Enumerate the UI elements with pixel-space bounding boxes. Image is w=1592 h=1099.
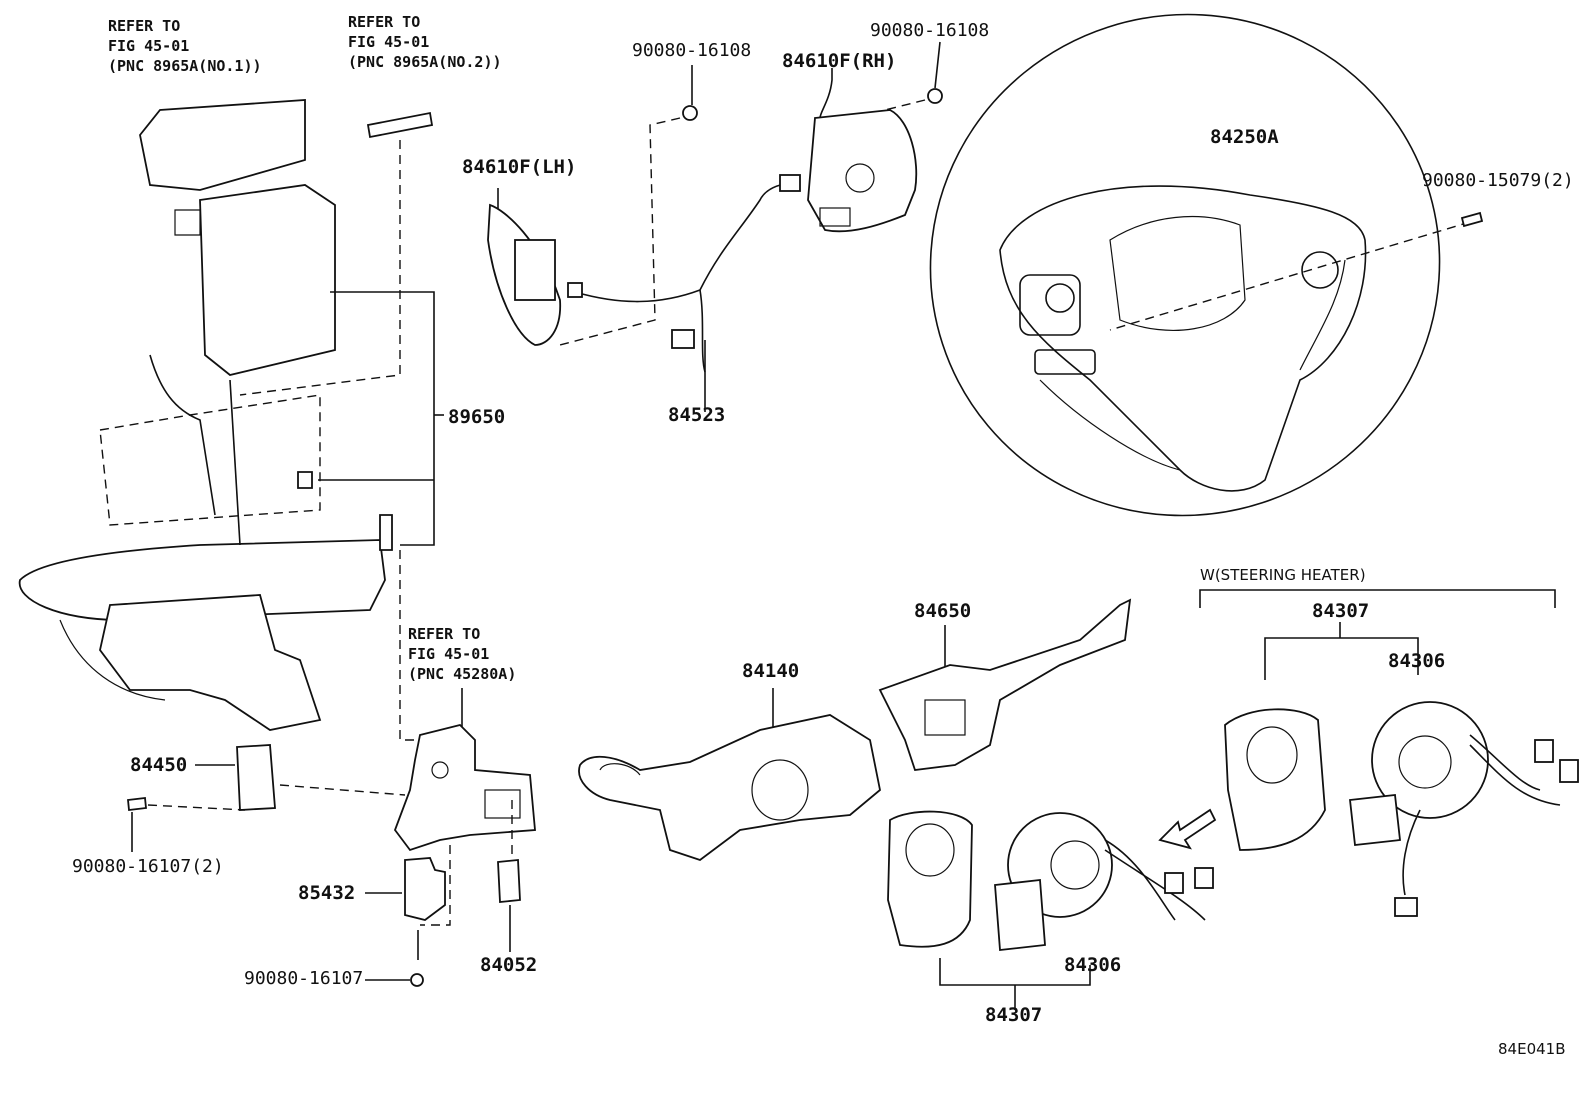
ref3-line3: (PNC 45280A) [408, 665, 517, 683]
label-84306-a: 84306 [1388, 650, 1446, 672]
label-84250A: 84250A [1210, 126, 1279, 148]
label-90080-15079: 90080-15079(2) [1422, 170, 1574, 191]
label-84052: 84052 [480, 954, 538, 976]
ref1-line3: (PNC 8965A(NO.1)) [108, 57, 262, 75]
screw-90080-16108-a [559, 65, 698, 346]
switch-84610F-LH [487, 188, 561, 346]
label-85432: 85432 [298, 882, 356, 904]
callout-89650 [297, 291, 444, 741]
label-84450: 84450 [130, 754, 188, 776]
spiral-cable-84306-lower [887, 810, 1214, 1010]
steering-column-assembly [18, 99, 386, 731]
label-89650: 89650 [448, 406, 506, 428]
ref1-line1: REFER TO [108, 17, 181, 35]
label-84307-b: 84307 [985, 1004, 1043, 1026]
reference-note-3: REFER TO FIG 45-01 (PNC 45280A) [408, 624, 516, 684]
ref3-line1: REFER TO [408, 625, 481, 643]
ref2-line3: (PNC 8965A(NO.2)) [348, 53, 502, 71]
label-steering-heater: W(STEERING HEATER) [1200, 566, 1366, 584]
wiper-switch-84650 [878, 598, 1132, 771]
figure-code: 84E041B [1498, 1040, 1566, 1058]
switch-84450 [127, 744, 406, 852]
ref2-line1: REFER TO [348, 13, 421, 31]
connector-8965A-no2 [239, 111, 434, 396]
label-90080-16108-a: 90080-16108 [632, 40, 752, 61]
steering-heater-group [1199, 589, 1579, 917]
ref1-line2: FIG 45-01 [108, 37, 190, 55]
reference-note-2: REFER TO FIG 45-01 (PNC 8965A(NO.2)) [348, 12, 502, 72]
combination-switch-84140 [578, 688, 881, 862]
direction-arrow [1158, 808, 1217, 850]
wire-harness-84523 [567, 174, 801, 412]
part-84052 [497, 800, 521, 952]
label-84523: 84523 [668, 404, 726, 426]
label-90080-16107-2: 90080-16107(2) [72, 856, 224, 877]
label-84610F-RH: 84610F(RH) [782, 50, 897, 72]
lock-housing [393, 688, 536, 852]
label-84140: 84140 [742, 660, 800, 682]
label-84650: 84650 [914, 600, 972, 622]
label-84610F-LH: 84610F(LH) [462, 156, 577, 178]
ref3-line2: FIG 45-01 [408, 645, 490, 663]
reference-note-1: REFER TO FIG 45-01 (PNC 8965A(NO.1)) [108, 16, 262, 76]
part-85432 [365, 845, 451, 987]
label-84307-a: 84307 [1312, 600, 1370, 622]
screw-90080-16108-b [859, 41, 943, 151]
switch-84610F-RH [807, 68, 918, 233]
label-90080-16107: 90080-16107 [244, 968, 364, 989]
label-84306-b: 84306 [1064, 954, 1122, 976]
ref2-line2: FIG 45-01 [348, 33, 430, 51]
steering-wheel-84250A [929, 13, 1484, 517]
label-90080-16108-b: 90080-16108 [870, 20, 990, 41]
